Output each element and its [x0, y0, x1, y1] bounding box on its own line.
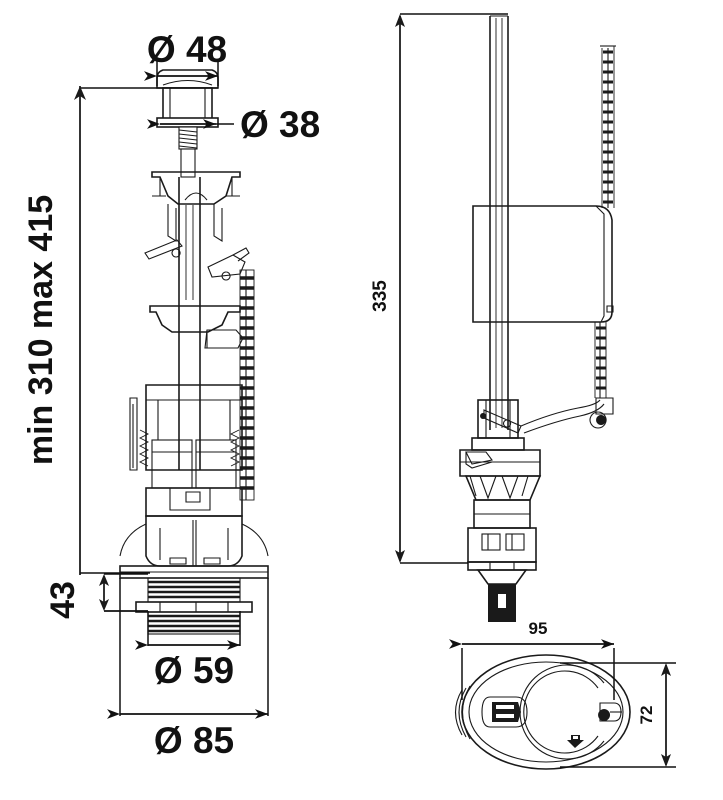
- fill-valve-riser-tube: [489, 15, 509, 430]
- dimension-height-range: min 310 max 415: [22, 86, 218, 575]
- dimension-d85: Ø 85: [107, 578, 269, 761]
- view-fill-valve-front: [459, 15, 616, 622]
- dimension-label-43: 43: [44, 581, 82, 619]
- dimension-43: 43: [44, 564, 148, 619]
- dimension-label-72: 72: [637, 706, 656, 725]
- view-flush-valve-front: [119, 69, 269, 635]
- overflow-collar: [151, 171, 241, 205]
- dimension-label-95: 95: [529, 619, 548, 638]
- valve-body: [129, 384, 243, 489]
- dimension-label-d48: Ø 48: [147, 29, 227, 70]
- float-body: [472, 205, 614, 323]
- dimension-label-335: 335: [370, 280, 391, 312]
- fill-valve-head: [459, 449, 542, 622]
- fill-valve-neck: [471, 399, 525, 451]
- dimension-95: 95: [449, 619, 615, 700]
- dimension-d48: Ø 48: [144, 29, 227, 86]
- dimension-72: 72: [560, 652, 676, 768]
- fill-valve-lever-arm: [483, 397, 614, 434]
- threaded-outlet: [119, 565, 269, 635]
- dimension-label-d38: Ø 38: [240, 104, 320, 145]
- overflow-tube: [178, 177, 201, 470]
- dimension-d59: Ø 59: [104, 610, 241, 691]
- view-float-top: [454, 654, 631, 770]
- dimension-d38: Ø 38: [147, 104, 320, 145]
- mid-collar: [149, 305, 244, 349]
- fill-valve-rack-upper: [600, 45, 616, 208]
- dimension-label-d59: Ø 59: [154, 650, 234, 691]
- dimension-335: 335: [370, 13, 508, 564]
- dimension-label-height-range: min 310 max 415: [22, 195, 60, 465]
- flush-linkage-upper: [144, 204, 250, 281]
- dimension-label-d85: Ø 85: [154, 720, 234, 761]
- fill-valve-rack-lower: [594, 322, 607, 398]
- adjustment-rack: [239, 269, 255, 501]
